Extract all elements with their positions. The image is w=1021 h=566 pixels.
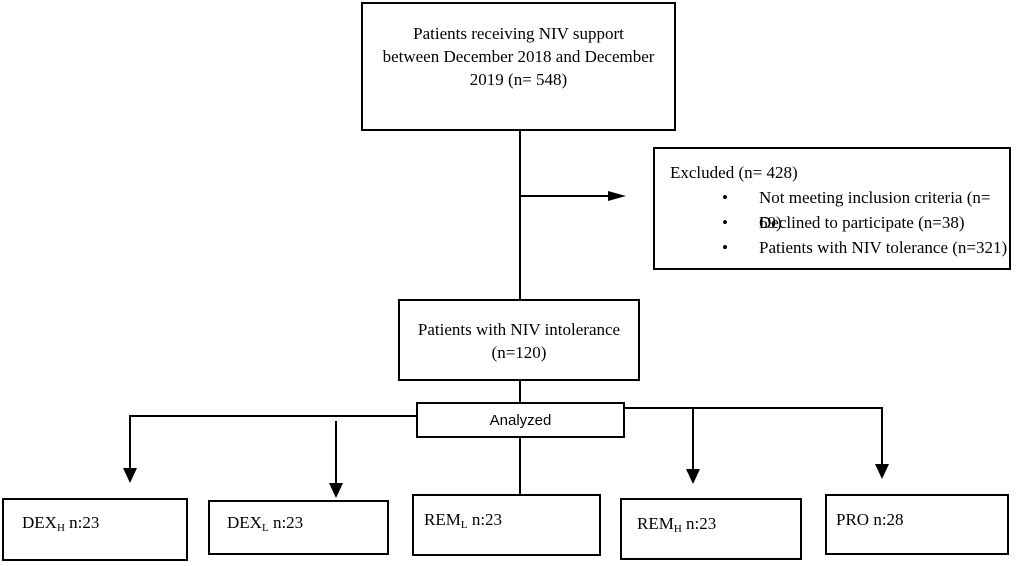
group-box-dex-l: DEXL n:23: [208, 500, 389, 555]
start-line-1: Patients receiving NIV support: [413, 24, 624, 43]
group-subscript: H: [673, 523, 682, 535]
branch-left: [129, 415, 416, 468]
intolerance-box: Patients with NIV intolerance (n=120): [398, 299, 640, 381]
excluded-item: • Patients with NIV tolerance (n=321): [670, 235, 1009, 260]
group-count: n:23: [686, 514, 717, 533]
group-box-dex-h: DEXH n:23: [2, 498, 188, 561]
group-box-rem-h: REMH n:23: [620, 498, 802, 560]
excluded-item-label: Declined to participate (n=38): [759, 213, 965, 232]
excluded-item: • Declined to participate (n=38): [670, 210, 1009, 235]
intolerance-line-2: (n=120): [491, 343, 547, 362]
arrowhead-rem-h: [686, 469, 700, 484]
group-count: n:23: [471, 510, 503, 529]
group-count: n:23: [69, 513, 100, 532]
bullet-icon: •: [722, 238, 728, 257]
group-name: DEX: [22, 513, 57, 532]
arrowhead-dex-h: [123, 468, 137, 483]
group-name: REM: [424, 510, 461, 529]
group-name: REM: [637, 514, 674, 533]
group-box-rem-l: REML n:23: [412, 494, 601, 556]
group-subscript: L: [460, 519, 468, 531]
group-count: n:28: [873, 510, 904, 529]
arrowhead-pro: [875, 464, 889, 479]
start-box: Patients receiving NIV support between D…: [361, 2, 676, 131]
group-subscript: H: [56, 522, 65, 534]
start-line-2: between December 2018 and December: [382, 47, 655, 66]
excluded-item: • Not meeting inclusion criteria (n= 69): [670, 185, 1009, 232]
excluded-title: Excluded (n= 428): [670, 163, 798, 182]
bullet-icon: •: [722, 213, 728, 232]
group-count: n:23: [272, 513, 304, 532]
arrowhead-dex-l: [329, 483, 343, 498]
group-name: PRO: [836, 510, 870, 529]
excluded-list: • Not meeting inclusion criteria (n= 69)…: [670, 185, 1009, 260]
group-box-pro: PRO n:28: [825, 494, 1009, 555]
group-name: DEX: [227, 513, 262, 532]
group-subscript: L: [261, 522, 269, 534]
bullet-icon: •: [722, 188, 728, 207]
start-line-3: 2019 (n= 548): [469, 70, 568, 89]
analyzed-box: Analyzed: [416, 402, 625, 438]
excluded-item-label: Patients with NIV tolerance (n=321): [759, 238, 1008, 257]
exclusion-arrowhead: [608, 191, 626, 201]
branch-right: [624, 407, 883, 464]
analyzed-label: Analyzed: [489, 412, 552, 429]
excluded-item-label: Not meeting inclusion criteria (n= 69): [759, 188, 991, 232]
excluded-box: Excluded (n= 428) • Not meeting inclusio…: [653, 147, 1011, 270]
intolerance-line-1: Patients with NIV intolerance: [417, 320, 621, 339]
